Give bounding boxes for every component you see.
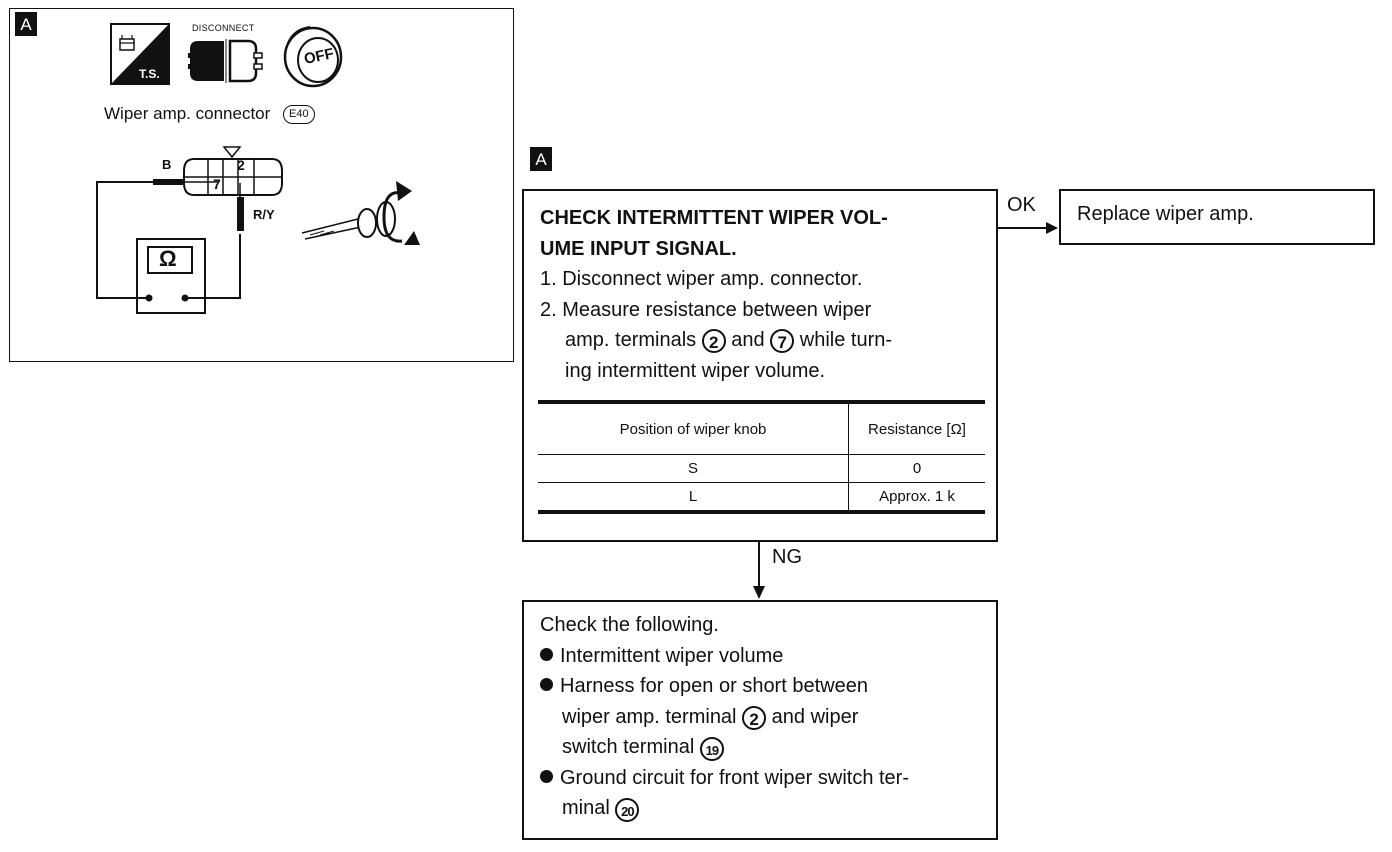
terminal-7-label: 7	[213, 176, 221, 192]
ng-item-2-line-3: switch terminal 19	[540, 732, 982, 763]
ng-item-1: Intermittent wiper volume	[540, 641, 982, 672]
disconnect-label: DISCONNECT	[192, 23, 255, 33]
step-2-mid: and	[731, 329, 765, 351]
connector-caption-text: Wiper amp. connector	[104, 104, 271, 123]
bullet-icon	[540, 678, 553, 691]
step-2-pre: amp. terminals	[565, 329, 697, 351]
ok-result-box: Replace wiper amp.	[1059, 189, 1375, 245]
ignition-off-icon: OFF	[280, 23, 346, 89]
check-title-line-2: UME INPUT SIGNAL.	[540, 237, 737, 260]
terminal-2-badge: 2	[742, 705, 767, 730]
bullet-icon	[540, 769, 553, 783]
ok-label: OK	[1007, 194, 1036, 216]
ng-item-2-post: and wiper	[771, 705, 859, 728]
ng-item-2-line-3-pre: switch terminal	[562, 736, 695, 758]
ok-result-text: Replace wiper amp.	[1077, 203, 1254, 225]
wire-b-label: B	[162, 157, 172, 172]
connector-caption: Wiper amp. connector E40	[104, 104, 315, 124]
table-cell-position: S	[538, 454, 849, 483]
ng-item-3-line-2: minal 20	[540, 793, 982, 824]
step-2-post: while turn-	[799, 329, 893, 351]
check-step-2-line-1: 2. Measure resistance between wiper	[540, 298, 872, 321]
table-cell-position: L	[538, 482, 849, 512]
ng-item-3-line-1: Ground circuit for front wiper switch te…	[540, 763, 982, 794]
table-header-row: Position of wiper knob Resistance [Ω]	[538, 402, 985, 455]
ts-icon: T.S.	[110, 23, 170, 85]
ts-label: T.S.	[139, 67, 160, 81]
terminal-2-badge: 2	[701, 329, 726, 353]
ng-item-1-text: Intermittent wiper volume	[560, 644, 784, 667]
ohm-symbol: Ω	[159, 246, 177, 271]
connector-id-badge: E40	[283, 105, 315, 124]
check-title-line-1: CHECK INTERMITTENT WIPER VOL-	[540, 207, 888, 229]
table-cell-resistance: 0	[912, 460, 922, 477]
disconnect-icon: DISCONNECT	[186, 21, 266, 91]
ng-label: NG	[772, 546, 802, 568]
check-step-1: 1. Disconnect wiper amp. connector.	[540, 268, 863, 290]
wiring-diagram: 2 7 B R/Y Ω	[10, 9, 515, 363]
terminal-2-label: 2	[237, 157, 245, 173]
ng-item-2-text: Harness for open or short between	[560, 675, 868, 697]
ng-item-3-text: Ground circuit for front wiper switch te…	[560, 766, 909, 789]
check-step-2-line-2: amp. terminals 2 and 7 while turn-	[540, 325, 982, 356]
terminal-7-badge: 7	[770, 329, 795, 353]
table-row: L Approx. 1 k	[538, 482, 985, 512]
bullet-icon	[540, 647, 553, 661]
table-cell-resistance: Approx. 1 k	[879, 488, 955, 505]
figure-panel: A T.S. DISCONNECT OFF	[9, 8, 514, 362]
terminal-19-badge: 19	[699, 737, 724, 761]
flow-tag: A	[530, 147, 552, 171]
ng-item-3-pre: minal	[562, 797, 610, 819]
ng-item-2-pre: wiper amp. terminal	[562, 705, 737, 728]
ng-item-2-line-1: Harness for open or short between	[540, 671, 982, 702]
table-row: S 0	[538, 454, 985, 483]
ng-intro: Check the following.	[540, 614, 719, 636]
check-step-2-line-3: ing intermittent wiper volume.	[565, 359, 826, 382]
table-header-resistance: Resistance [Ω]	[868, 420, 966, 438]
ng-item-2-line-2: wiper amp. terminal 2 and wiper	[540, 702, 982, 733]
figure-tag: A	[15, 12, 37, 36]
resistance-table: Position of wiper knob Resistance [Ω] S …	[538, 400, 985, 514]
terminal-20-badge: 20	[615, 798, 640, 822]
wire-ry-label: R/Y	[253, 207, 275, 222]
ng-result-box: Check the following. Intermittent wiper …	[522, 600, 998, 840]
table-header-position: Position of wiper knob	[538, 402, 849, 455]
check-step-box: CHECK INTERMITTENT WIPER VOL- UME INPUT …	[522, 189, 998, 542]
